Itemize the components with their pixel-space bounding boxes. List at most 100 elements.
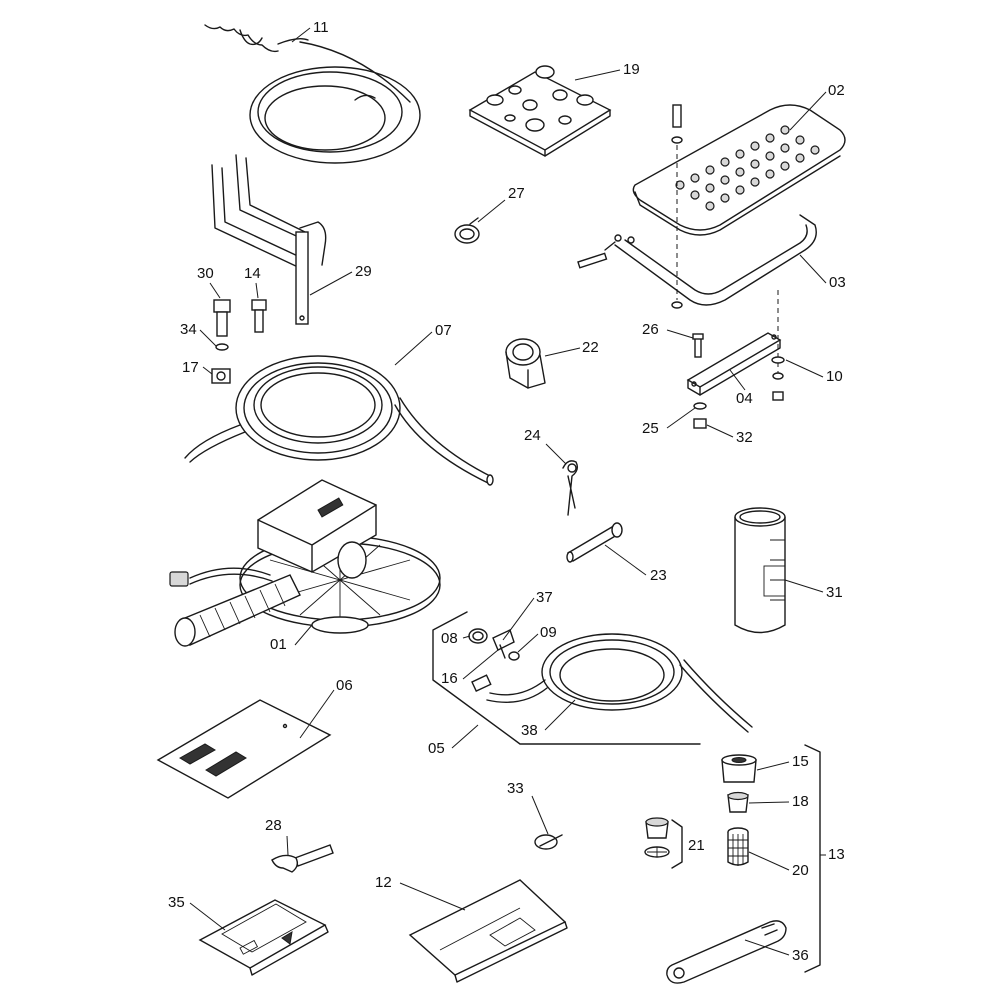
leader-03 <box>799 254 827 284</box>
part-05-tubing-kit <box>432 611 753 745</box>
leader-01 <box>294 624 313 646</box>
part-02-perforated-cover <box>632 104 846 236</box>
leader-33 <box>531 795 549 835</box>
callout-02: 02 <box>828 82 845 99</box>
part-12-manual <box>408 879 568 983</box>
part-32-nut <box>693 418 707 429</box>
leader-16 <box>462 649 499 680</box>
leader-28 <box>286 835 289 856</box>
leader-20 <box>748 851 790 871</box>
part-29-bracket <box>211 154 327 325</box>
callout-36: 36 <box>792 947 809 964</box>
callout-21: 21 <box>688 837 705 854</box>
part-08-hose-clamp <box>468 628 488 644</box>
callout-38: 38 <box>521 722 538 739</box>
part-31-measuring-cylinder <box>734 507 786 634</box>
callout-05: 05 <box>428 740 445 757</box>
leader-14 <box>255 282 259 299</box>
callout-32: 32 <box>736 429 753 446</box>
part-33-clip <box>534 834 563 850</box>
callout-34: 34 <box>180 321 197 338</box>
leader-17 <box>202 366 213 375</box>
callout-18: 18 <box>792 793 809 810</box>
leader-06 <box>299 689 335 739</box>
leader-29 <box>309 271 353 296</box>
part-26-bolt <box>692 333 704 358</box>
leader-32 <box>706 424 734 438</box>
part-28-tool <box>271 844 334 873</box>
leader-26 <box>666 329 694 339</box>
callout-22: 22 <box>582 339 599 356</box>
leader-27 <box>477 199 506 223</box>
leader-37 <box>502 597 535 641</box>
part-07-hose-coil <box>184 355 494 486</box>
leader-24 <box>545 443 567 465</box>
callout-10: 10 <box>826 368 843 385</box>
part-34-washer <box>215 343 229 351</box>
part-27-clamp <box>454 217 480 244</box>
callout-37: 37 <box>536 589 553 606</box>
leader-36 <box>744 939 790 956</box>
part-21-nozzle-parts <box>644 817 683 869</box>
callout-19: 19 <box>623 61 640 78</box>
part-04-bracket <box>686 332 782 396</box>
callout-35: 35 <box>168 894 185 911</box>
leader-05 <box>451 724 479 749</box>
leader-38 <box>544 699 576 731</box>
callout-16: 16 <box>441 670 458 687</box>
leader-09 <box>517 633 539 653</box>
part-37-fitting <box>492 629 515 659</box>
callout-01: 01 <box>270 636 287 653</box>
callout-31: 31 <box>826 584 843 601</box>
callout-13: 13 <box>828 846 845 863</box>
part-06-manual-sheet <box>156 699 332 799</box>
part-35-booklet <box>198 899 329 976</box>
nozzle-fittings <box>486 65 594 132</box>
callout-28: 28 <box>265 817 282 834</box>
part-20-filter <box>727 827 749 866</box>
callout-33: 33 <box>507 780 524 797</box>
leader-18 <box>748 801 790 804</box>
leader-15 <box>756 761 790 771</box>
leader-08 <box>462 635 471 639</box>
part-36-wrench <box>666 920 787 984</box>
cover-holes <box>675 125 820 211</box>
leader-30 <box>209 282 221 299</box>
callout-26: 26 <box>642 321 659 338</box>
leader-25 <box>666 407 696 429</box>
leader-07 <box>394 331 433 366</box>
callout-08: 08 <box>441 630 458 647</box>
leader-34 <box>199 329 217 347</box>
part-38-tube-coil <box>486 633 753 733</box>
part-22-hose-holder <box>505 338 546 389</box>
callout-09: 09 <box>540 624 557 641</box>
part-19-nozzle-plate <box>468 65 612 157</box>
part-16-connector <box>471 674 492 692</box>
part-23-pin <box>566 522 623 563</box>
callout-15: 15 <box>792 753 809 770</box>
callout-30: 30 <box>197 265 214 282</box>
cover-bolt <box>671 104 683 300</box>
callout-20: 20 <box>792 862 809 879</box>
part-17-nut <box>211 368 231 384</box>
part-11-chain-cable <box>204 24 421 164</box>
leader-19 <box>574 69 621 81</box>
part-14-bolt <box>251 299 267 333</box>
part-24-pin-clip <box>562 460 579 516</box>
part-03-frame <box>577 214 817 375</box>
leader-11 <box>291 27 311 43</box>
callout-12: 12 <box>375 874 392 891</box>
leader-04 <box>729 369 746 391</box>
callout-14: 14 <box>244 265 261 282</box>
part-13-nozzle-group <box>644 744 821 973</box>
callout-24: 24 <box>524 427 541 444</box>
leader-23 <box>604 544 647 576</box>
callout-23: 23 <box>650 567 667 584</box>
part-09-o-ring <box>508 651 520 661</box>
callout-06: 06 <box>336 677 353 694</box>
callout-11: 11 <box>313 19 329 36</box>
part-18-nozzle-tip <box>727 791 749 813</box>
callout-04: 04 <box>736 390 753 407</box>
leader-22 <box>544 347 581 357</box>
